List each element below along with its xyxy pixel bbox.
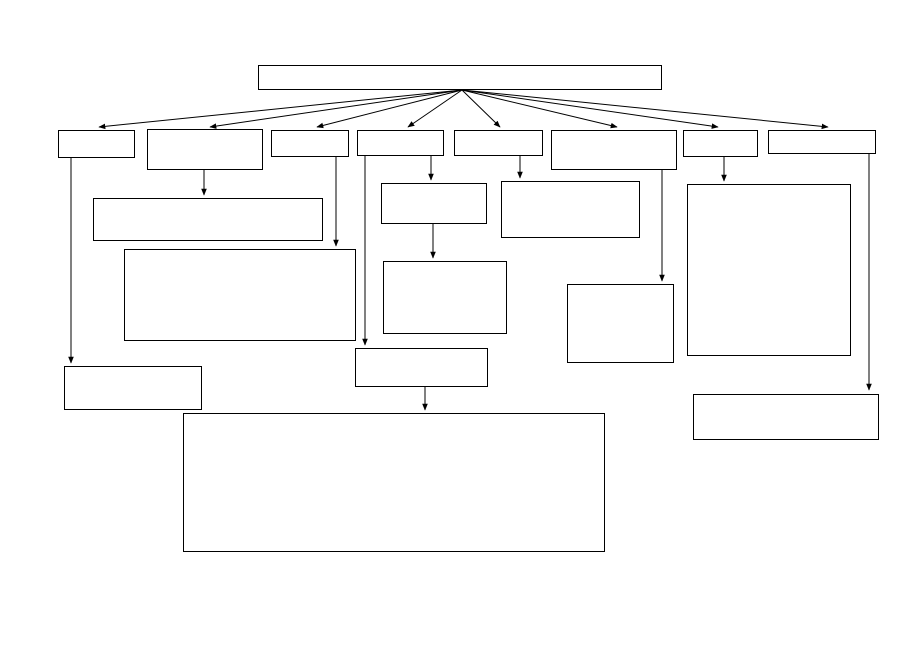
arrow-root-to-c8 (461, 89, 829, 130)
box-c7a-frame (687, 184, 851, 356)
box-c8-frame (768, 130, 876, 154)
arrow-root-to-c7 (461, 89, 719, 129)
arrow-root-to-c1 (98, 89, 463, 130)
box-c2a (93, 198, 323, 241)
box-c1-frame (58, 130, 135, 158)
box-c4d (183, 413, 605, 552)
box-c5 (454, 130, 543, 156)
box-c4a (381, 183, 487, 224)
box-c4b-frame (383, 261, 507, 334)
box-c6-frame (551, 130, 677, 170)
arrow-root-to-c6 (461, 89, 618, 129)
box-c5-frame (454, 130, 543, 156)
box-c1a-frame (64, 366, 202, 410)
arrow-root-to-c3 (316, 89, 463, 129)
box-c3 (271, 130, 349, 157)
box-c1a (64, 366, 202, 410)
box-c3a-frame (124, 249, 356, 341)
box-c6 (551, 130, 677, 170)
box-c4c-frame (355, 348, 488, 387)
box-c7-frame (683, 130, 758, 157)
box-c3-frame (271, 130, 349, 157)
arrow-root-to-c5 (461, 89, 501, 128)
box-c6a (567, 284, 674, 363)
connectors (68, 89, 872, 411)
box-c2 (147, 129, 263, 170)
box-c4 (357, 130, 444, 156)
box-c8 (768, 130, 876, 154)
box-c3a (124, 249, 356, 341)
arrow-root-to-c2 (209, 89, 463, 129)
box-c5a-frame (501, 181, 640, 238)
box-c2a-frame (93, 198, 323, 241)
box-root-frame (258, 65, 662, 90)
box-c8a (693, 394, 879, 440)
box-c4b (383, 261, 507, 334)
box-c7a (687, 184, 851, 356)
box-c5a (501, 181, 640, 238)
box-c1 (58, 130, 135, 158)
box-c4a-frame (381, 183, 487, 224)
arrow-root-to-c4 (407, 89, 463, 128)
box-c7 (683, 130, 758, 157)
box-root (258, 65, 662, 90)
boxes (58, 65, 879, 552)
box-c4-frame (357, 130, 444, 156)
box-c8a-frame (693, 394, 879, 440)
box-c2-frame (147, 129, 263, 170)
box-c4c (355, 348, 488, 387)
box-c4d-frame (183, 413, 605, 552)
box-c6a-frame (567, 284, 674, 363)
